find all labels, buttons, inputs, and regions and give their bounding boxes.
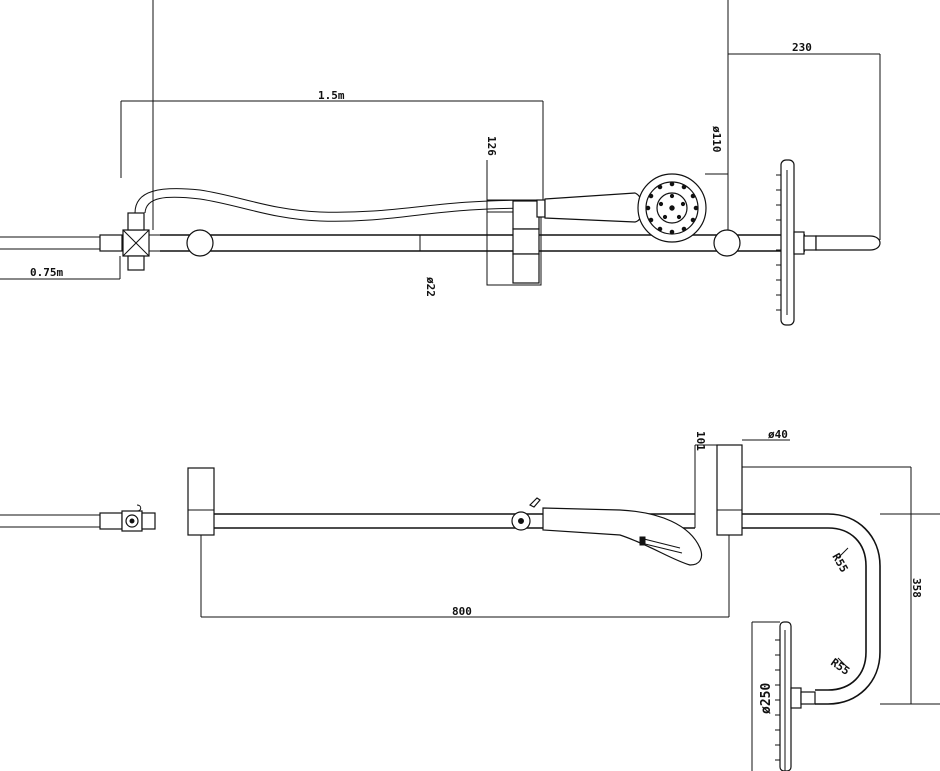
flexible-hose [134,188,542,222]
spray-nozzles [645,181,699,235]
slider-holder [486,199,542,286]
overhead-shower-head [776,159,881,326]
dim-rail-length: 800 [452,605,472,618]
dim-slider-height: 126 [485,136,498,156]
hand-shower [536,173,707,243]
front-dimensions [0,0,881,280]
side-inlet-pipe [0,504,156,532]
mixer-valve [122,212,160,271]
side-view: 800 101 ø40 R55 R55 358 ø250 [0,428,940,771]
side-curved-arm [742,513,881,705]
side-bracket-right [694,444,743,536]
dim-bracket-height: 101 [694,431,707,451]
dim-rail-diameter: ø22 [424,277,437,297]
inlet-pipe [0,234,123,252]
side-shower-head [775,621,816,771]
dim-bracket-diameter: ø40 [768,428,788,441]
dim-inlet-length: 0.75m [30,266,63,279]
dim-bend-radius-lower: R55 [828,656,852,678]
dim-drop-height: 358 [910,578,923,598]
side-bracket-left [187,467,215,536]
front-view: 1.5m 0.75m ø22 126 ø110 230 [0,0,881,326]
dim-handset-diameter: ø110 [710,126,723,153]
side-slider-handset [511,497,703,566]
dim-hose-length: 1.5m [318,89,345,102]
side-dimensions [200,439,940,771]
slide-rail [160,229,805,257]
dim-bend-radius-upper: R55 [829,551,850,575]
dim-arm-projection: 230 [792,41,812,54]
dim-head-diameter: ø250 [759,683,774,714]
